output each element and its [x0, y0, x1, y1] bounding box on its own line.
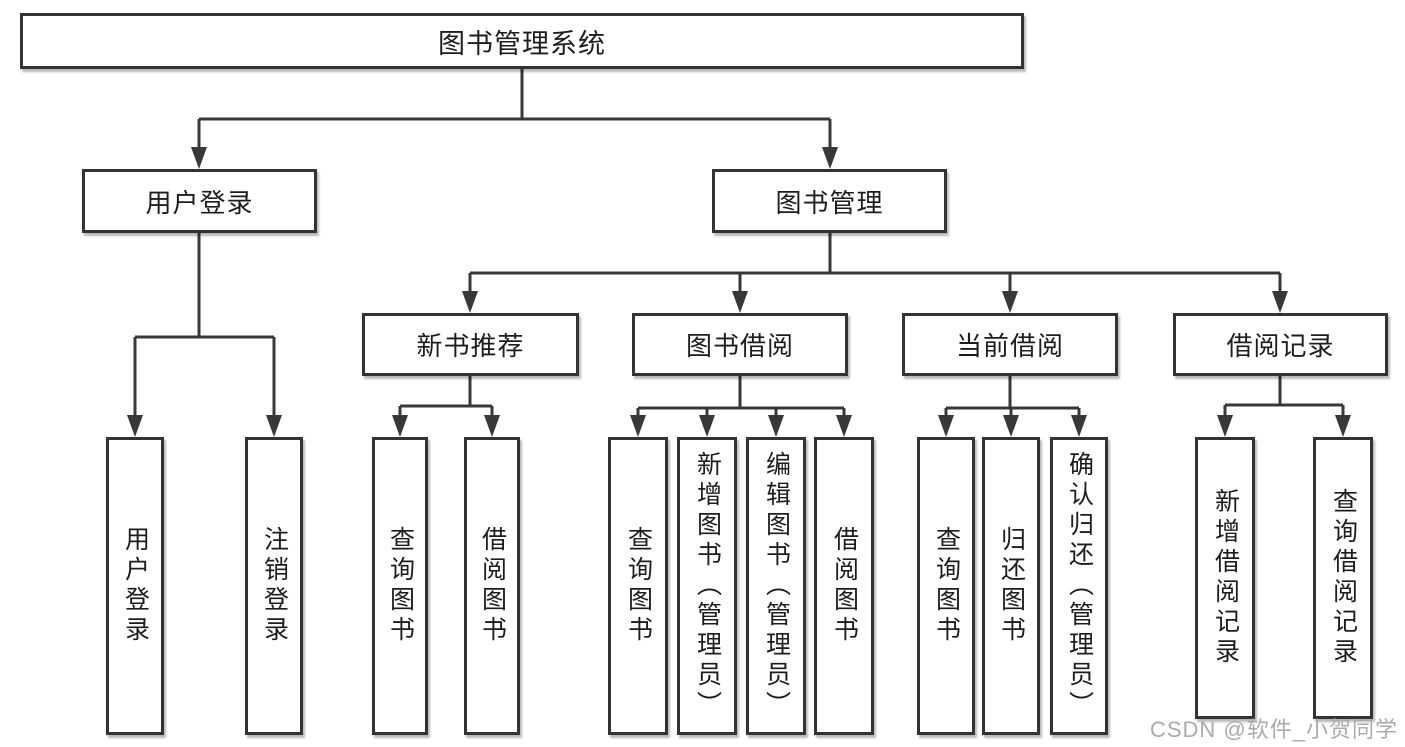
- leaf-add-borrow-record: 新增借阅记录: [1195, 437, 1255, 719]
- node-label: 查询图书: [932, 526, 961, 646]
- arrowhead-down: [836, 415, 852, 437]
- node-label: 借阅记录: [1226, 331, 1335, 361]
- arrowhead-down: [630, 415, 646, 437]
- node-new-book-recommend: 新书推荐: [362, 313, 579, 376]
- connector-current-borrow-to-leaves: [938, 376, 1087, 437]
- leaf-user-login: 用户登录: [106, 437, 164, 735]
- arrowhead-down: [732, 291, 748, 313]
- node-label: 查询图书: [624, 526, 653, 646]
- node-book-management: 图书管理: [712, 169, 947, 233]
- connector-borrow-records-to-leaves: [1217, 376, 1351, 437]
- node-label: 图书借阅: [685, 331, 794, 361]
- arrowhead-down: [1335, 415, 1351, 437]
- leaf-borrow-books: 借阅图书: [814, 437, 874, 735]
- arrowhead-down: [822, 147, 838, 169]
- connector-book-mgmt-to-level3: [462, 233, 1288, 313]
- arrowhead-down: [1002, 291, 1018, 313]
- arrowhead-down: [938, 415, 954, 437]
- arrowhead-down: [484, 415, 500, 437]
- arrowhead-down: [1217, 415, 1233, 437]
- node-label: 当前借阅: [955, 331, 1064, 361]
- connector-line: [1223, 376, 1345, 418]
- node-label: 新增图书（管理员）: [693, 451, 722, 721]
- node-root-library-system: 图书管理系统: [20, 13, 1024, 69]
- leaf-query-books-recommend: 查询图书: [372, 437, 428, 735]
- node-label: 归还图书: [997, 526, 1026, 646]
- connector-line: [133, 233, 276, 418]
- arrowhead-down: [1003, 415, 1019, 437]
- connector-line: [197, 69, 832, 150]
- arrowhead-down: [1071, 415, 1087, 437]
- arrowhead-down: [462, 291, 478, 313]
- arrowhead-down: [699, 415, 715, 437]
- leaf-edit-books-admin: 编辑图书（管理员）: [746, 437, 806, 735]
- node-borrow-records: 借阅记录: [1173, 313, 1388, 376]
- node-label: 图书管理: [775, 187, 884, 218]
- arrowhead-down: [1272, 291, 1288, 313]
- leaf-logout: 注销登录: [245, 437, 303, 735]
- connector-line: [398, 376, 494, 418]
- node-book-borrow: 图书借阅: [632, 313, 848, 376]
- node-label: 注销登录: [260, 526, 289, 646]
- connector-line: [468, 233, 1282, 294]
- node-label: 用户登录: [145, 187, 254, 218]
- node-label: 新书推荐: [416, 331, 525, 361]
- connector-line: [944, 376, 1081, 418]
- connector-line: [636, 376, 846, 418]
- arrowhead-down: [266, 415, 282, 437]
- node-user-login: 用户登录: [82, 169, 317, 233]
- leaf-add-books-admin: 新增图书（管理员）: [677, 437, 737, 735]
- leaf-query-books-current: 查询图书: [917, 437, 975, 735]
- leaf-return-books: 归还图书: [982, 437, 1040, 735]
- node-label: 图书管理系统: [438, 28, 606, 59]
- node-label: 确认归还（管理员）: [1065, 451, 1094, 721]
- arrowhead-down: [392, 415, 408, 437]
- connector-root-to-level2: [191, 69, 838, 169]
- arrowhead-down: [768, 415, 784, 437]
- arrowhead-down: [127, 415, 143, 437]
- leaf-confirm-return-admin: 确认归还（管理员）: [1050, 437, 1108, 735]
- node-current-borrow: 当前借阅: [902, 313, 1118, 376]
- leaf-query-borrow-record: 查询借阅记录: [1313, 437, 1373, 719]
- leaf-query-books-borrow: 查询图书: [608, 437, 668, 735]
- connector-book-borrow-to-leaves: [630, 376, 852, 437]
- connector-user-login-to-leaves: [127, 233, 282, 437]
- node-label: 借阅图书: [478, 526, 507, 646]
- node-label: 用户登录: [121, 526, 150, 646]
- node-label: 新增借阅记录: [1211, 488, 1240, 668]
- leaf-borrow-books-recommend: 借阅图书: [464, 437, 520, 735]
- node-label: 查询借阅记录: [1329, 488, 1358, 668]
- csdn-watermark: CSDN @软件_小贺同学: [1149, 717, 1398, 742]
- arrowhead-down: [191, 147, 207, 169]
- node-label: 借阅图书: [830, 526, 859, 646]
- connector-new-books-to-leaves: [392, 376, 500, 437]
- node-label: 编辑图书（管理员）: [762, 451, 791, 721]
- node-label: 查询图书: [386, 526, 415, 646]
